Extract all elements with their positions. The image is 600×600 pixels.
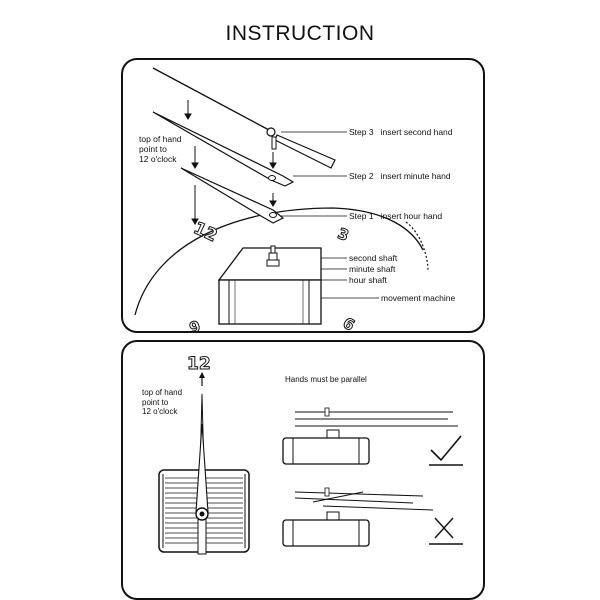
step-1-label: Step 1 insert hour hand (349, 211, 442, 221)
alignment-diagram (158, 372, 463, 555)
step-text: insert minute hand (380, 171, 451, 181)
top-of-hand-note: top of hand point to 12 o'clock (139, 134, 182, 164)
second-hand-icon (152, 67, 336, 169)
step-number: Step 1 (349, 211, 374, 221)
hour-shaft-label: hour shaft (349, 275, 387, 285)
twelve-label: 12 (187, 354, 212, 375)
step-2-label: Step 2 insert minute hand (349, 171, 451, 181)
step-number: Step 3 (349, 127, 374, 137)
step-text: insert second hand (380, 127, 453, 137)
minute-hand-icon (152, 111, 295, 187)
down-arrows (184, 100, 277, 225)
note-line: point to (142, 397, 169, 407)
top-of-hand-note: top of hand point to 12 o'clock (142, 388, 182, 417)
wrong-hands-diagram (282, 487, 434, 547)
movement-machine-icon (217, 245, 322, 325)
parallel-label: Hands must be parallel (285, 375, 367, 384)
cross-icon (429, 517, 463, 545)
second-shaft-label: second shaft (349, 253, 398, 263)
page-title: INSTRUCTION (225, 22, 375, 45)
clock-hands-vertical-icon (195, 393, 209, 555)
dial-number-9: 9 (187, 317, 203, 331)
assembly-diagram: 12 3 9 6 (134, 67, 429, 331)
note-line: 12 o'clock (142, 407, 178, 416)
movement-machine-label: movement machine (381, 293, 456, 303)
check-icon (429, 435, 463, 466)
note-line: top of hand (139, 134, 182, 144)
note-line: 12 o'clock (139, 154, 177, 164)
clock-dial-arc (134, 207, 424, 316)
dial-number-6: 6 (340, 314, 358, 331)
hour-hand-icon (180, 167, 285, 224)
alignment-panel: 12 top of hand point to 12 o'clock Hands… (121, 340, 485, 600)
dial-number-3: 3 (335, 224, 351, 244)
note-line: point to (139, 144, 167, 154)
step-3-label: Step 3 insert second hand (349, 127, 453, 137)
minute-shaft-label: minute shaft (349, 264, 396, 274)
up-arrow-icon (199, 372, 205, 378)
step-text: insert hour hand (380, 211, 443, 221)
correct-hands-diagram (282, 407, 458, 465)
note-line: top of hand (142, 388, 183, 397)
clock-dial-arc-dashed (405, 221, 429, 271)
assembly-steps-panel: 12 3 9 6 top of hand point to 12 o'clock… (121, 58, 485, 333)
step-number: Step 2 (349, 171, 374, 181)
